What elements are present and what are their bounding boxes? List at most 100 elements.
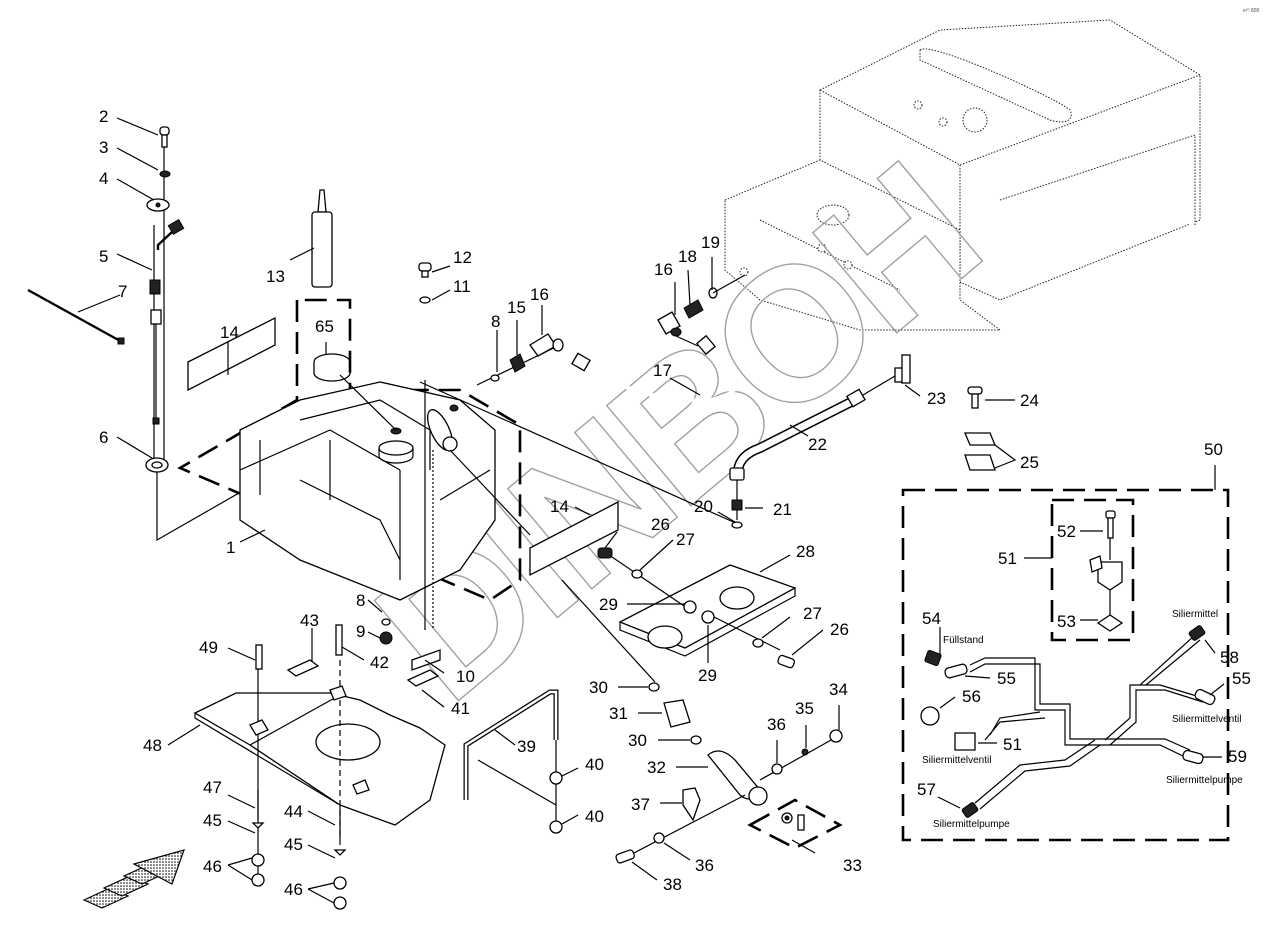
callout-42: 42 xyxy=(370,653,389,672)
callout-13: 13 xyxy=(266,267,285,286)
callout-58: 58 xyxy=(1220,648,1239,667)
callout-10: 10 xyxy=(456,667,475,686)
callout-16-right: 16 xyxy=(654,260,673,279)
callout-14-left: 14 xyxy=(220,323,239,342)
callout-31: 31 xyxy=(609,704,628,723)
callout-39: 39 xyxy=(517,737,536,756)
pipe-clamp xyxy=(964,432,1017,471)
callout-43: 43 xyxy=(300,611,319,630)
callout-1: 1 xyxy=(226,538,235,557)
callout-52: 52 xyxy=(1057,522,1076,541)
callout-22: 22 xyxy=(808,435,827,454)
callout-46-right: 46 xyxy=(284,880,303,899)
callout-41: 41 xyxy=(451,699,470,718)
callout-21: 21 xyxy=(773,500,792,519)
callout-8-upper: 8 xyxy=(491,312,500,331)
callout-49: 49 xyxy=(199,638,218,657)
callout-25: 25 xyxy=(1020,453,1039,472)
callout-18: 18 xyxy=(678,247,697,266)
leader-lines xyxy=(77,117,1225,904)
support-bracket xyxy=(463,689,563,834)
hose-assembly xyxy=(729,354,911,529)
label-siliermittelventil-left: Siliermittelventil xyxy=(922,755,991,766)
callout-51-harness: 51 xyxy=(1003,735,1022,754)
label-siliermittelpumpe-left: Siliermittelpumpe xyxy=(933,819,1010,830)
callout-labels: 1 2 3 4 5 7 6 13 14 65 12 11 8 15 16 16 … xyxy=(99,107,1251,899)
callout-27-upper: 27 xyxy=(676,530,695,549)
callout-15: 15 xyxy=(507,298,526,317)
callout-17: 17 xyxy=(653,361,672,380)
corner-code: e²⁰ 808 xyxy=(1243,8,1259,14)
nozzle-assembly xyxy=(561,579,843,864)
callout-6: 6 xyxy=(99,428,108,447)
callout-40-lower: 40 xyxy=(585,807,604,826)
callout-2: 2 xyxy=(99,107,108,126)
callout-44: 44 xyxy=(284,802,303,821)
callout-30-lower: 30 xyxy=(628,731,647,750)
harness-kit-box xyxy=(901,465,1230,842)
callout-34: 34 xyxy=(829,680,848,699)
tank-cap xyxy=(313,353,351,382)
callout-45-right: 45 xyxy=(284,835,303,854)
direction-of-travel-arrow xyxy=(82,849,185,909)
callout-7: 7 xyxy=(118,282,127,301)
callout-65: 65 xyxy=(315,317,334,336)
callout-29-left: 29 xyxy=(599,595,618,614)
callout-12: 12 xyxy=(453,248,472,267)
callout-11: 11 xyxy=(453,277,471,296)
callout-53: 53 xyxy=(1057,612,1076,631)
foam-pad-right xyxy=(529,500,619,577)
fitting-chain-upper xyxy=(476,274,746,403)
callout-54: 54 xyxy=(922,609,941,628)
callout-32: 32 xyxy=(647,758,666,777)
callout-33: 33 xyxy=(843,856,862,875)
callout-35: 35 xyxy=(795,699,814,718)
callout-26-lower: 26 xyxy=(830,620,849,639)
callout-26-upper: 26 xyxy=(651,515,670,534)
callout-36-lower: 36 xyxy=(695,856,714,875)
callout-48: 48 xyxy=(143,736,162,755)
callout-36-upper: 36 xyxy=(767,715,786,734)
callout-40-upper: 40 xyxy=(585,755,604,774)
callout-38: 38 xyxy=(663,875,682,894)
main-tank-outline xyxy=(724,19,1201,331)
screw-24 xyxy=(967,386,983,409)
callout-3: 3 xyxy=(99,138,108,157)
callout-5: 5 xyxy=(99,247,108,266)
callout-27-lower: 27 xyxy=(803,604,822,623)
callout-19: 19 xyxy=(701,233,720,252)
callout-20: 20 xyxy=(694,497,713,516)
foam-pad-left xyxy=(187,316,276,392)
callout-50: 50 xyxy=(1204,440,1223,459)
callout-55-right: 55 xyxy=(1232,669,1251,688)
label-siliermittel: Siliermittel xyxy=(1172,609,1218,620)
agent-tank xyxy=(177,298,741,630)
callout-57: 57 xyxy=(917,780,936,799)
callout-30-upper: 30 xyxy=(589,678,608,697)
label-siliermittelpumpe-right: Siliermittelpumpe xyxy=(1166,775,1243,786)
harness-text-labels: Füllstand Siliermittel Siliermittelventi… xyxy=(922,609,1243,830)
callout-4: 4 xyxy=(99,169,108,188)
callout-29-right: 29 xyxy=(698,666,717,685)
callout-45-left: 45 xyxy=(203,811,222,830)
callout-14-right: 14 xyxy=(550,497,569,516)
callout-51-kit: 51 xyxy=(998,549,1017,568)
callout-46-left: 46 xyxy=(203,857,222,876)
drain-bolt xyxy=(418,262,432,304)
label-fuellstand: Füllstand xyxy=(943,635,984,646)
label-siliermittelventil-right: Siliermittelventil xyxy=(1172,714,1241,725)
callout-55-left: 55 xyxy=(997,669,1016,688)
callout-28: 28 xyxy=(796,542,815,561)
callout-37: 37 xyxy=(631,795,650,814)
mounting-plate xyxy=(597,547,797,669)
callout-56: 56 xyxy=(962,687,981,706)
callout-23: 23 xyxy=(927,389,946,408)
callout-47: 47 xyxy=(203,778,222,797)
level-sensor-assembly xyxy=(27,126,301,542)
sealant-cartridge xyxy=(311,189,333,288)
callout-8-lower: 8 xyxy=(356,591,365,610)
callout-16-left: 16 xyxy=(530,285,549,304)
base-plate xyxy=(193,618,446,910)
callout-59: 59 xyxy=(1228,747,1247,766)
